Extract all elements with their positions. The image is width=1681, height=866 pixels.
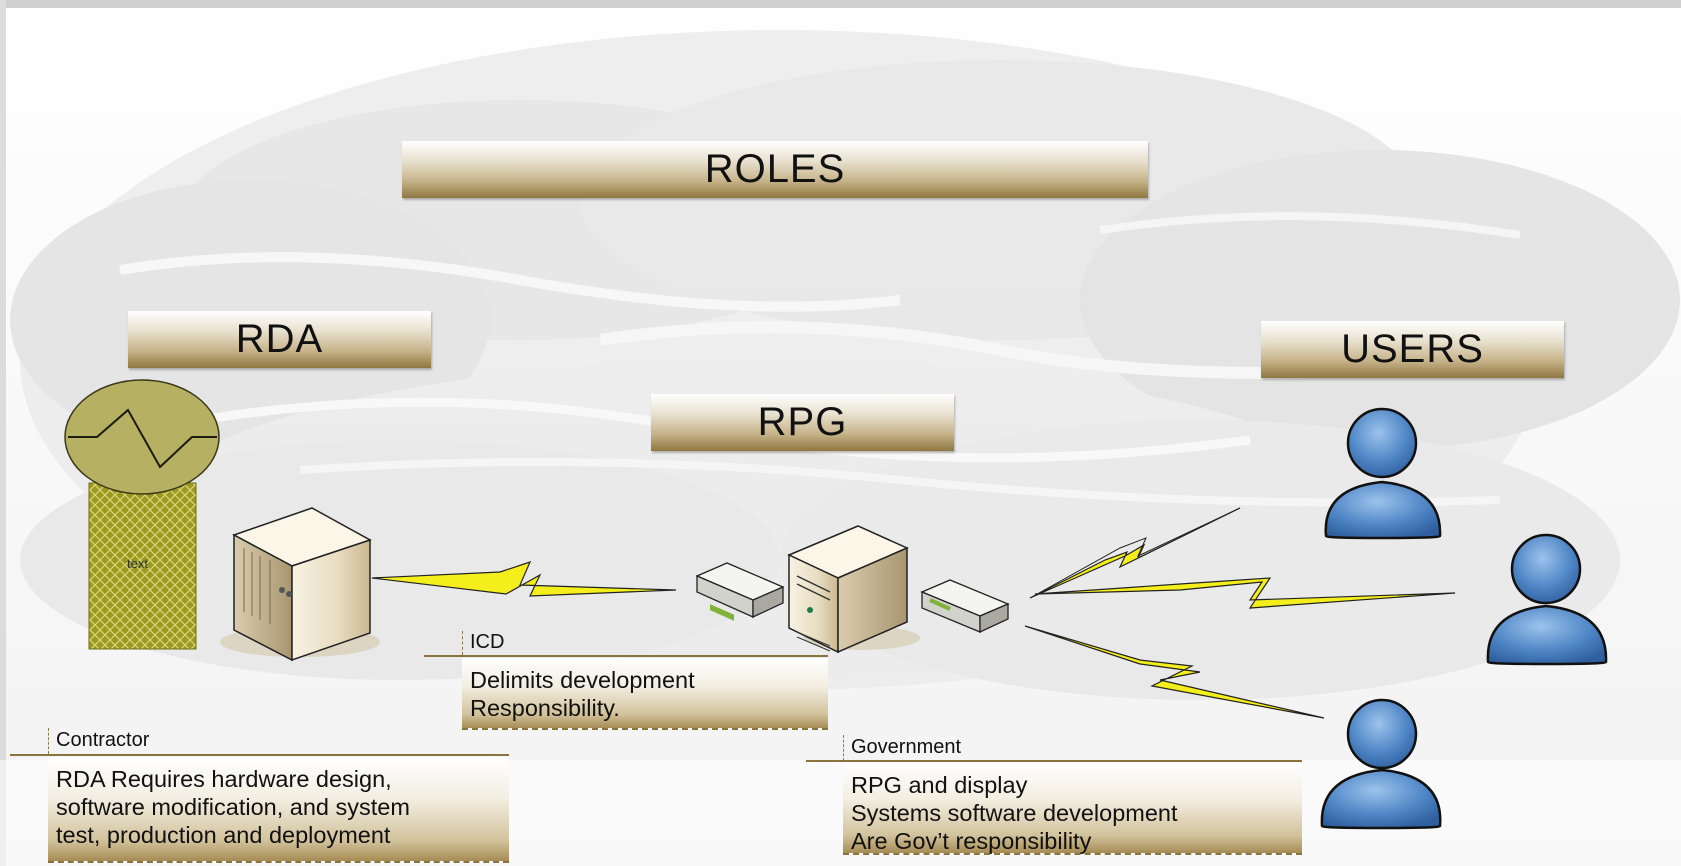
contractor-callout-rule xyxy=(10,754,509,756)
users-banner: USERS xyxy=(1261,321,1564,378)
rda-radar-icon xyxy=(64,379,220,650)
lightning-link-user-top xyxy=(1029,507,1241,599)
icd-callout-tick xyxy=(462,631,463,655)
government-callout-tick xyxy=(843,735,844,761)
rda-server-icon xyxy=(220,507,380,662)
network-switch-right-icon xyxy=(920,579,1010,634)
rpg-banner: RPG xyxy=(651,394,954,451)
government-callout-line-3: Are Gov’t responsibility xyxy=(851,828,1092,854)
contractor-callout-box: RDA Requires hardware design, software m… xyxy=(48,757,509,863)
contractor-callout-line-2: software modification, and system xyxy=(56,794,410,820)
icd-callout-line-2: Responsibility. xyxy=(470,695,620,721)
lightning-link-rda-rpg xyxy=(371,561,677,597)
icd-callout-box: Delimits development Responsibility. xyxy=(462,658,828,730)
rda-banner: RDA xyxy=(128,311,431,368)
roles-banner: ROLES xyxy=(402,141,1148,198)
lightning-link-user-bottom xyxy=(1024,625,1325,719)
contractor-callout-line-3: test, production and deployment xyxy=(56,822,391,848)
government-callout-line-2: Systems software development xyxy=(851,800,1178,826)
government-callout-line-1: RPG and display xyxy=(851,772,1028,798)
rda-graphic-label: text xyxy=(127,556,148,571)
user-bottom-icon xyxy=(1320,698,1442,830)
icd-callout-label: ICD xyxy=(470,631,505,653)
user-middle-icon xyxy=(1486,533,1608,666)
icd-callout-rule xyxy=(424,655,828,657)
top-edge xyxy=(0,0,1681,8)
contractor-callout-tick xyxy=(48,728,49,754)
left-edge xyxy=(0,0,6,866)
icd-callout-line-1: Delimits development xyxy=(470,667,695,693)
government-callout-label: Government xyxy=(851,736,962,758)
user-top-icon xyxy=(1324,407,1442,540)
network-switch-left-icon xyxy=(695,562,785,621)
government-callout-box: RPG and display Systems software develop… xyxy=(843,763,1302,855)
rpg-server-icon xyxy=(787,525,920,654)
contractor-callout-line-1: RDA Requires hardware design, xyxy=(56,766,392,792)
contractor-callout-label: Contractor xyxy=(56,729,150,751)
government-callout-rule xyxy=(806,760,1302,762)
lightning-link-user-middle xyxy=(1034,577,1456,609)
